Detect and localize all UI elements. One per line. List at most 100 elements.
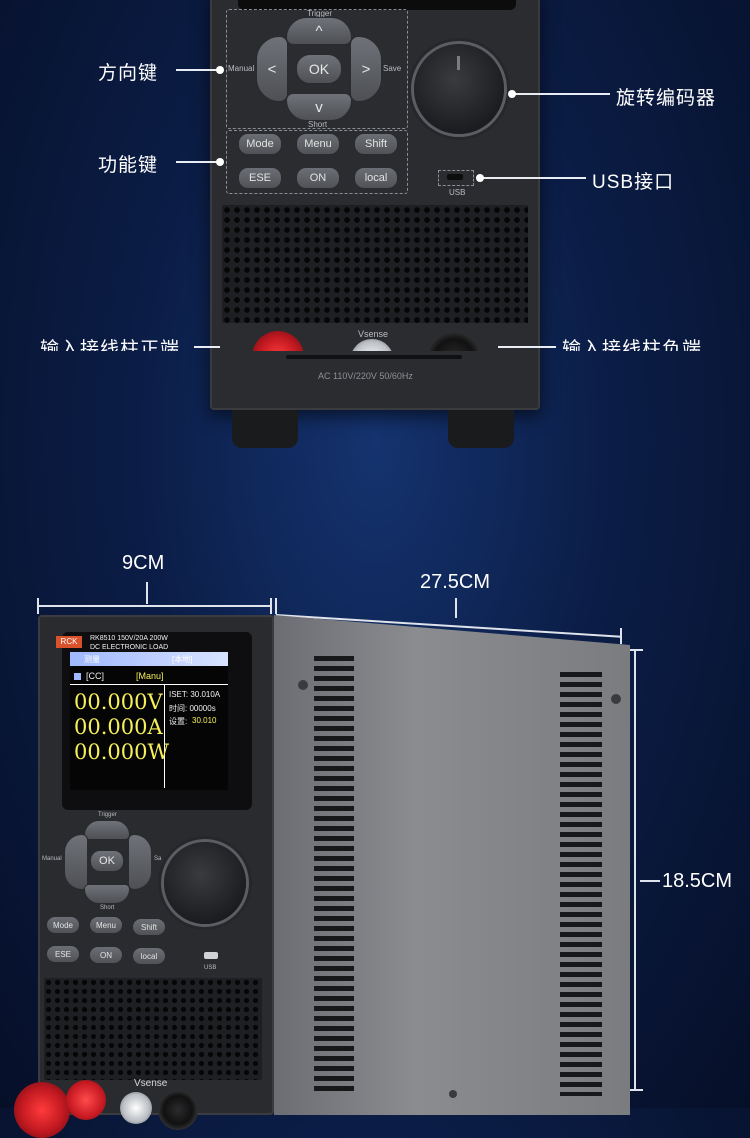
setting-label: 设置:: [169, 717, 188, 726]
lcd-divider-h: [70, 684, 228, 685]
height-dimension-line: [634, 650, 636, 1090]
callout-input-negative: 输入接线柱负端: [562, 339, 703, 351]
leader-direction-keys: [176, 69, 220, 71]
device-encoder-knob[interactable]: [164, 842, 246, 924]
device-vsense-terminal[interactable]: [120, 1092, 152, 1124]
width-dimension-line: [38, 605, 272, 607]
negative-terminal[interactable]: [426, 331, 482, 351]
dot-function-keys: [216, 158, 224, 166]
on-key[interactable]: ON: [296, 167, 340, 189]
positive-terminal[interactable]: [252, 331, 304, 351]
up-arrow-button[interactable]: ^: [286, 17, 352, 45]
right-arrow-icon: >: [361, 60, 371, 78]
ok-label: OK: [308, 61, 330, 77]
lcd-divider-v: [164, 684, 165, 788]
mode-indicator: [74, 673, 81, 680]
device-left-button[interactable]: [64, 834, 88, 890]
power-unit: W: [147, 740, 170, 764]
mode-key[interactable]: Mode: [238, 133, 282, 155]
iset-readout: ISET: 30.010A: [169, 690, 221, 699]
callout-input-positive: 输入接线柱正端: [40, 339, 181, 351]
ese-key[interactable]: ESE: [238, 167, 282, 189]
leader-input-positive: [194, 346, 220, 348]
cut-gap: [0, 351, 750, 354]
mode-right-label: [Manu]: [136, 671, 164, 681]
width-dimension-label: 9CM: [122, 552, 165, 574]
device-save-label: Sa: [154, 856, 162, 862]
side-vent-left: [314, 656, 354, 1096]
time-readout: 时间: 00000s: [169, 704, 216, 713]
usb-small-label: USB: [449, 188, 466, 197]
screen-bottom-edge: [238, 0, 516, 10]
depth-dimension-tick: [455, 598, 457, 618]
lcd-header-bar: [70, 652, 228, 666]
left-arrow-button[interactable]: <: [256, 36, 288, 102]
leader-usb: [480, 177, 586, 179]
width-dimension-tick: [146, 582, 148, 604]
device-shift-key[interactable]: Shift: [132, 918, 166, 936]
voltage-value: 00.000: [74, 690, 148, 714]
usb-port-slot: [447, 174, 463, 180]
shift-key[interactable]: Shift: [354, 133, 398, 155]
device-usb-port[interactable]: [204, 952, 218, 959]
setting-value: 30.010: [192, 716, 217, 725]
device-negative-terminal[interactable]: [158, 1090, 198, 1130]
device-trigger-label: Trigger: [98, 812, 117, 818]
height-dimension-label: 18.5CM: [662, 870, 733, 892]
usb-port[interactable]: [438, 170, 474, 186]
ok-button[interactable]: OK: [296, 54, 342, 84]
height-dimension-end-top: [627, 649, 643, 651]
ac-bar: [286, 355, 462, 359]
height-dimension-end-bottom: [627, 1089, 643, 1091]
voltage-unit: V: [147, 690, 163, 714]
up-arrow-icon: ^: [315, 22, 323, 40]
lcd-header-right: [本地]: [172, 655, 193, 664]
model-line-1: RK8510 150V/20A 200W: [90, 635, 168, 642]
device-down-button[interactable]: [84, 884, 130, 904]
dot-direction-keys: [216, 66, 224, 74]
front-vent-grille: [222, 205, 528, 323]
callout-clip-right: 输入接线柱负端: [498, 334, 728, 351]
short-label: Short: [308, 120, 328, 129]
local-key[interactable]: local: [354, 167, 398, 189]
device-local-key[interactable]: local: [132, 947, 166, 965]
device-on-key[interactable]: ON: [89, 946, 123, 964]
device-ese-key[interactable]: ESE: [46, 945, 80, 963]
model-line-2: DC ELECTRONIC LOAD: [90, 644, 169, 651]
vsense-label: Vsense: [358, 329, 389, 339]
right-arrow-button[interactable]: >: [350, 36, 382, 102]
callout-function-keys: 功能键: [98, 155, 159, 176]
device-ok-button[interactable]: OK: [90, 850, 124, 872]
depth-dimension-label: 27.5CM: [420, 571, 491, 593]
left-arrow-icon: <: [267, 60, 277, 78]
voltage-readout: 00.000V: [74, 690, 163, 714]
device-positive-terminal-2[interactable]: [66, 1080, 106, 1120]
side-screw-tl: [298, 680, 308, 690]
leader-function-keys: [176, 161, 220, 163]
callout-clip-left: 输入接线柱正端: [30, 334, 220, 351]
device-right-button[interactable]: [128, 834, 152, 890]
power-value: 00.000: [74, 740, 148, 764]
brand-badge: RCK: [56, 636, 82, 648]
side-screw-bottom: [449, 1090, 457, 1098]
current-unit: A: [147, 715, 163, 739]
device-ok-label: OK: [99, 855, 115, 867]
current-readout: 00.000A: [74, 715, 163, 739]
save-label: Save: [383, 64, 402, 73]
vsense-terminal[interactable]: [350, 339, 394, 351]
device-up-button[interactable]: [84, 820, 130, 840]
lcd-header-left: 测量: [84, 655, 100, 664]
function-keys-area: [226, 130, 408, 194]
left-foot: [232, 410, 298, 448]
device-positive-terminal[interactable]: [14, 1082, 70, 1138]
side-screw-tr: [611, 694, 621, 704]
device-mode-key[interactable]: Mode: [46, 916, 80, 934]
down-arrow-button[interactable]: v: [286, 93, 352, 121]
device-menu-key[interactable]: Menu: [89, 916, 123, 934]
down-arrow-icon: v: [315, 98, 323, 116]
menu-key[interactable]: Menu: [296, 133, 340, 155]
device-vent-grille: [44, 978, 262, 1080]
dot-usb: [476, 174, 484, 182]
width-dimension-end-right: [270, 598, 272, 614]
current-value: 00.000: [74, 715, 148, 739]
